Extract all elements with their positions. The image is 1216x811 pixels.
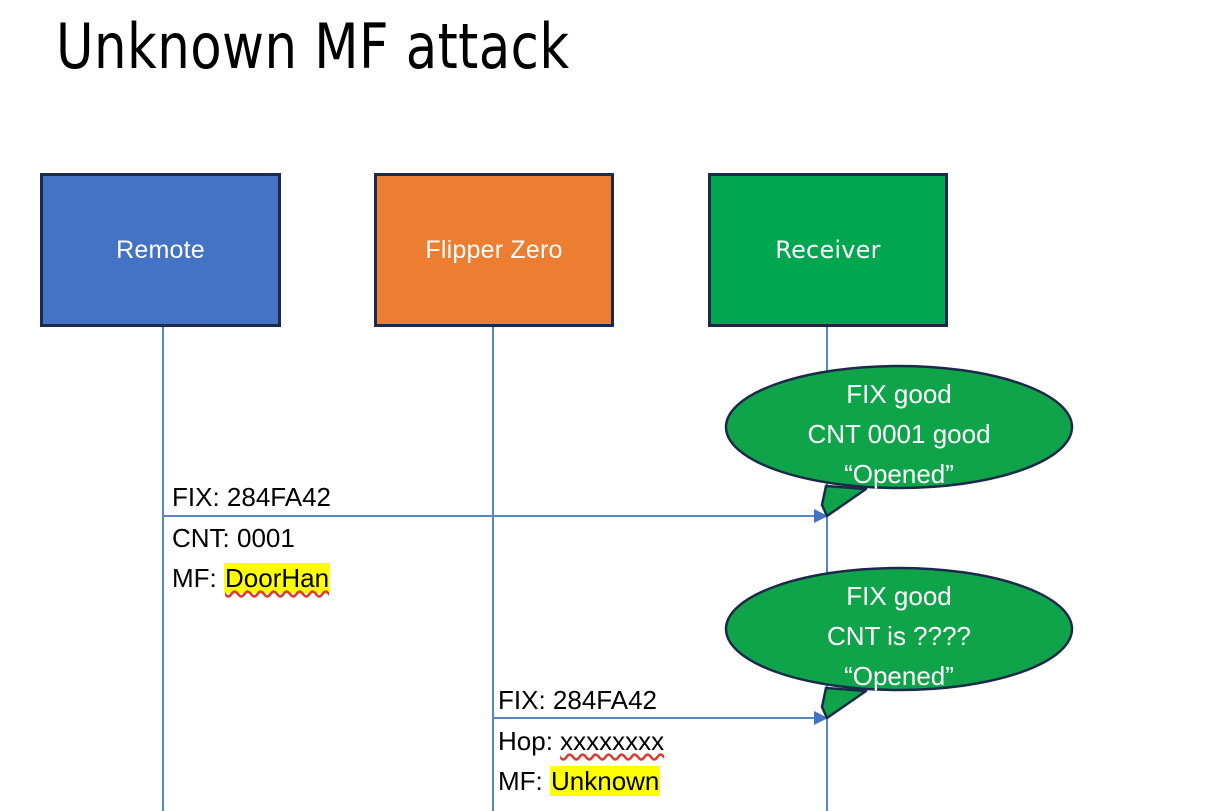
message-2-hop-value: xxxxxxxx — [560, 726, 665, 756]
message-1-line-2: CNT: 0001 — [172, 523, 295, 553]
message-2-mf-value: Unknown — [550, 766, 661, 796]
message-2-body: Hop: xxxxxxxx MF: Unknown — [498, 721, 664, 801]
callout-receiver-response-2[interactable]: FIX good CNT is ???? “Opened” — [724, 566, 1074, 720]
actor-box-remote[interactable]: Remote — [40, 173, 281, 327]
message-2-line-3: MF: Unknown — [498, 761, 664, 801]
actor-box-flipper[interactable]: Flipper Zero — [374, 173, 614, 327]
callout-bubble-shape — [724, 566, 1074, 720]
lifeline-remote — [162, 327, 164, 811]
message-1-mf-value: DoorHan — [224, 563, 331, 593]
actor-label-flipper: Flipper Zero — [425, 235, 563, 264]
callout-receiver-response-1[interactable]: FIX good CNT 0001 good “Opened” — [724, 364, 1074, 518]
actor-label-receiver: Receiver — [775, 236, 881, 264]
lifeline-flipper — [492, 327, 494, 811]
message-2-line-2: Hop: xxxxxxxx — [498, 721, 664, 761]
message-1-line-1: FIX: 284FA42 — [172, 482, 331, 512]
message-1-mf-label: MF: — [172, 563, 224, 593]
message-2-line-1: FIX: 284FA42 — [498, 685, 657, 715]
message-2-mf-label: MF: — [498, 766, 550, 796]
message-1-line-3: MF: DoorHan — [172, 558, 331, 598]
message-2-hop-label: Hop: — [498, 726, 561, 756]
page-title: Unknown MF attack — [56, 10, 570, 83]
lifeline-receiver — [826, 327, 828, 811]
actor-box-receiver[interactable]: Receiver — [708, 173, 948, 327]
actor-label-remote: Remote — [116, 235, 205, 264]
callout-bubble-shape — [724, 364, 1074, 518]
message-1-body: CNT: 0001 MF: DoorHan — [172, 518, 331, 598]
